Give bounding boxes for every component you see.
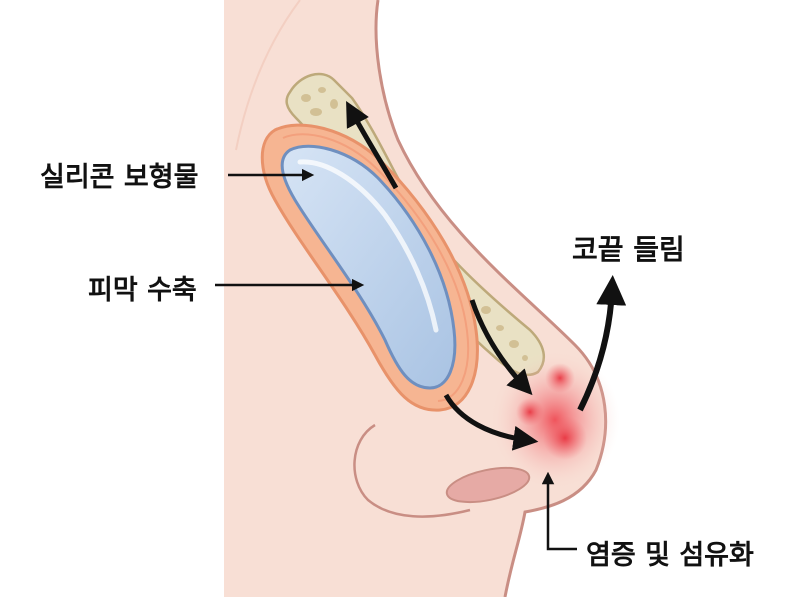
inflammation-spot	[543, 416, 587, 460]
inflammation-spot	[545, 363, 575, 393]
inflammation-spot	[516, 398, 544, 426]
tip-lift-arrow	[577, 275, 627, 412]
inflammation-leader-line	[541, 471, 577, 551]
capsular-contracture-label: 피막 수축	[88, 275, 197, 306]
downward-pressure-arrow	[469, 299, 533, 396]
capsule-inner-line	[282, 133, 470, 402]
upward-migration-arrow	[346, 100, 399, 190]
forehead-outline	[235, 0, 301, 151]
inflammation-fibrosis-label: 염증 및 섬유화	[586, 540, 754, 571]
bone-texture	[301, 87, 528, 361]
ala-outline	[353, 423, 471, 518]
downward-pressure-arrow	[443, 393, 539, 451]
nose-profile-outline	[374, 0, 608, 597]
silicone-implant	[280, 144, 457, 390]
tip-lift-label: 코끝 들림	[572, 233, 685, 266]
implant-label: 실리콘 보형물	[40, 162, 199, 193]
implant-highlight	[297, 159, 439, 333]
nostril	[445, 466, 531, 504]
